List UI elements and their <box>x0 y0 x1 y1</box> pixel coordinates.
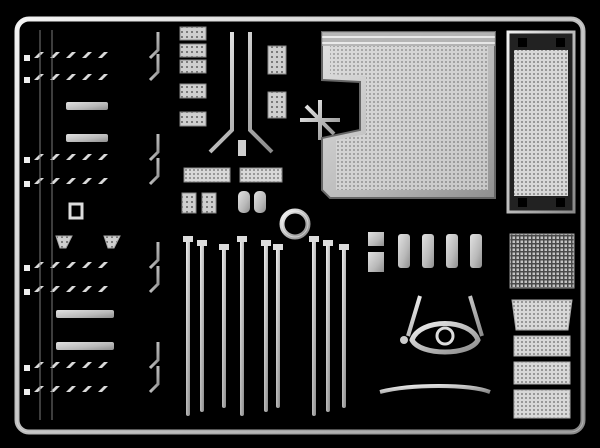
tread-step-group <box>179 26 340 156</box>
left-middle-pieces <box>55 102 121 350</box>
long-rod <box>326 240 330 412</box>
step-bracket-row <box>24 242 160 271</box>
step-bracket-row <box>24 266 160 295</box>
step-bracket-row <box>24 54 160 83</box>
mesh-grille-panel <box>506 30 576 214</box>
long-rod <box>222 244 226 408</box>
long-rod <box>240 236 244 416</box>
step-bracket-row <box>24 134 160 163</box>
step-bracket-row <box>24 32 160 61</box>
long-rod <box>276 244 280 408</box>
long-rod <box>264 240 268 412</box>
step-bracket-row <box>24 366 160 395</box>
left-bracket-parts <box>24 30 160 420</box>
fifth-wheel-part <box>379 295 491 394</box>
small-bracket-row <box>368 232 482 272</box>
tread-step-row <box>181 167 283 214</box>
sprue-frame <box>14 16 586 435</box>
long-rod <box>342 244 346 408</box>
step-grille-stack <box>509 233 575 419</box>
long-rod-parts <box>183 236 349 416</box>
long-rod <box>200 240 204 412</box>
step-bracket-row <box>24 158 160 187</box>
long-rod <box>186 236 190 416</box>
long-rod <box>312 236 316 416</box>
tread-plate-panel <box>321 31 496 199</box>
